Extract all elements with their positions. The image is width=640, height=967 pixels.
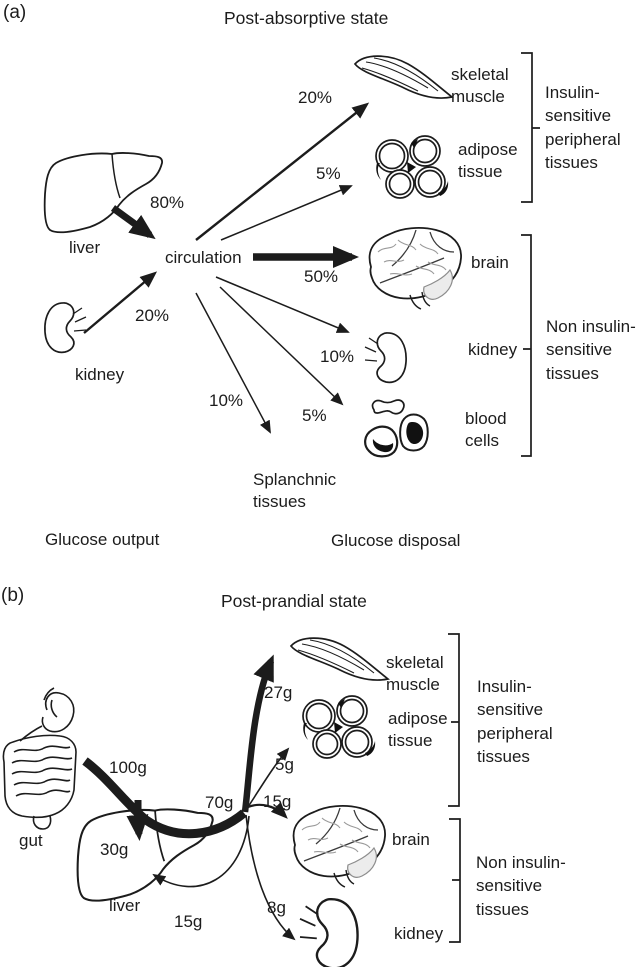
caption-glucose-disposal: Glucose disposal — [331, 531, 461, 550]
arrow-circulation-to-muscle — [195, 102, 370, 241]
non-insulin-sensitive-group-label-a: Non insulin- sensitive tissues — [546, 317, 636, 383]
flow-label-8g: 8g — [267, 898, 286, 917]
flow-label-50pct-brain: 50% — [304, 267, 339, 286]
panel-b-title: Post-prandial state — [221, 591, 367, 611]
caption-glucose-output: Glucose output — [45, 530, 160, 549]
arrow-circulation-to-blood-cells — [219, 286, 344, 406]
flow-label-10pct-kidney: 10% — [320, 347, 355, 366]
panel-a-tag: (a) — [3, 2, 27, 23]
flow-label-80pct: 80% — [150, 193, 185, 212]
brain-illustration-a — [368, 227, 462, 310]
liver-label-a: liver — [69, 238, 101, 257]
adipose-illustration-a — [375, 135, 450, 199]
flow-label-20pct-muscle: 20% — [298, 88, 333, 107]
flow-label-5pct-blood: 5% — [302, 406, 327, 425]
kidney-illustration-b — [298, 897, 359, 967]
insulin-sensitive-group-label-a: Insulin- sensitive peripheral tissues — [545, 83, 621, 173]
brain-label-b: brain — [392, 830, 430, 849]
arrow-liver-to-circulation — [110, 205, 156, 240]
skeletal-muscle-label-b: skeletal muscle — [386, 653, 444, 695]
splanchnic-label: Splanchnic tissues — [253, 470, 337, 512]
liver-illustration-a — [43, 152, 164, 234]
bracket-insulin-sensitive-a — [521, 52, 540, 203]
arrow-circulation-to-kidney — [215, 276, 350, 333]
arrow-to-brain-15g — [247, 801, 288, 819]
blood-cells-label: blood cells — [465, 409, 507, 451]
kidney-illustration-a-left — [44, 302, 87, 354]
flow-label-15g-liver: 15g — [174, 912, 203, 931]
flow-label-20pct-kidney-source: 20% — [135, 306, 170, 325]
kidney-source-label-a: kidney — [75, 365, 125, 384]
kidney-illustration-a-right — [364, 332, 407, 384]
flow-label-70g: 70g — [205, 793, 234, 812]
flow-label-30g: 30g — [100, 840, 129, 859]
bracket-non-insulin-sensitive-a — [521, 234, 532, 457]
arrow-to-muscle-27g — [241, 654, 274, 813]
circulation-label: circulation — [165, 248, 242, 267]
skeletal-muscle-illustration-b — [290, 637, 389, 681]
bracket-insulin-sensitive-b — [448, 633, 460, 807]
liver-label-b: liver — [109, 896, 141, 915]
flow-label-5g: 5g — [275, 755, 294, 774]
bracket-non-insulin-sensitive-b — [449, 818, 461, 943]
arrow-kidney-to-circulation — [83, 271, 158, 334]
brain-label-a: brain — [471, 253, 509, 272]
arrow-to-kidney-8g — [245, 814, 296, 941]
flow-label-10pct-splanchnic: 10% — [209, 391, 244, 410]
non-insulin-sensitive-group-label-b: Non insulin- sensitive tissues — [476, 853, 566, 919]
flow-label-100g: 100g — [109, 758, 147, 777]
panel-a-title: Post-absorptive state — [224, 8, 389, 28]
gut-illustration — [2, 687, 77, 830]
kidney-label-a: kidney — [468, 340, 518, 359]
insulin-sensitive-group-label-b: Insulin- sensitive peripheral tissues — [477, 677, 553, 767]
panel-b-tag: (b) — [1, 585, 25, 606]
blood-cells-illustration — [364, 399, 429, 458]
flow-label-15g-brain: 15g — [263, 792, 292, 811]
adipose-label-a: adipose tissue — [458, 140, 518, 182]
arrow-into-liver-30g — [126, 799, 149, 841]
arrow-circulation-to-adipose — [220, 185, 353, 241]
arrow-circulation-to-splanchnic — [195, 292, 271, 434]
adipose-label-b: adipose tissue — [388, 709, 448, 751]
skeletal-muscle-illustration-a — [354, 55, 453, 99]
skeletal-muscle-label-a: skeletal muscle — [451, 65, 509, 107]
gut-label: gut — [19, 831, 43, 850]
brain-illustration-b — [292, 805, 386, 888]
arrow-to-adipose-5g — [245, 747, 290, 811]
kidney-label-b: kidney — [394, 924, 444, 943]
adipose-illustration-b — [302, 695, 377, 759]
arrow-return-to-liver-15g — [152, 815, 250, 888]
flow-label-27g: 27g — [264, 683, 293, 702]
flow-label-5pct-adipose: 5% — [316, 164, 341, 183]
